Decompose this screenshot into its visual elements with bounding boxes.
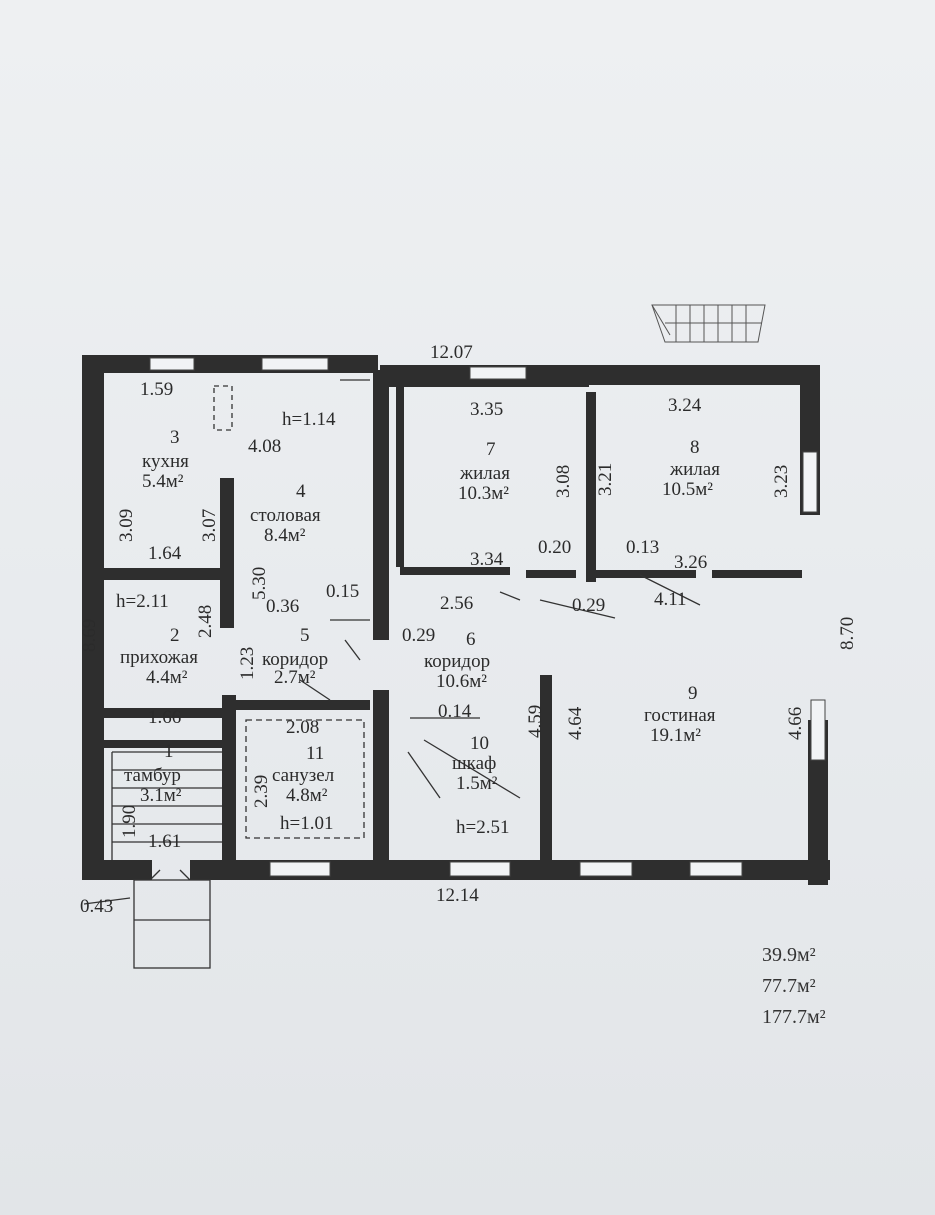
dim-living-left2: 4.64 xyxy=(565,706,586,740)
room-6-number: 6 xyxy=(466,629,476,650)
dim-corridor6-top: 2.56 xyxy=(440,593,474,614)
dim-living-top: 4.11 xyxy=(654,589,687,610)
room-3-number: 3 xyxy=(170,427,180,448)
room-10-area: 1.5м² xyxy=(456,773,498,794)
room-9-area: 19.1м² xyxy=(650,725,701,746)
dim-wall-020: 0.20 xyxy=(538,537,572,558)
room-9-name: гостиная xyxy=(644,705,716,726)
room-9-number: 9 xyxy=(688,683,698,704)
detail-lines xyxy=(83,379,701,969)
windows xyxy=(149,357,826,877)
room-2-number: 2 xyxy=(170,625,180,646)
room-4-area: 8.4м² xyxy=(264,525,306,546)
room-10-name: шкаф xyxy=(452,753,497,774)
dim-vest-side: 1.90 xyxy=(119,804,140,838)
dim-room8-top: 3.24 xyxy=(668,395,702,416)
room-7-name: жилая xyxy=(460,463,510,484)
dim-wall-029a: 0.29 xyxy=(572,595,606,616)
room-2-area: 4.4м² xyxy=(146,667,188,688)
room-11-name: санузел xyxy=(272,765,335,786)
room-3-name: кухня xyxy=(142,451,189,472)
dim-room8-bottom: 3.26 xyxy=(674,552,708,573)
room-6-name: коридор xyxy=(424,651,491,672)
dim-hall-height: h=2.11 xyxy=(116,591,169,612)
dim-wall-013: 0.13 xyxy=(626,537,660,558)
room-4-name: столовая xyxy=(250,505,321,526)
room-7-area: 10.3м² xyxy=(458,483,509,504)
room-1-area: 3.1м² xyxy=(140,785,182,806)
dim-room7-bottom: 3.34 xyxy=(470,549,504,570)
walls xyxy=(82,355,830,885)
grid-symbol-icon xyxy=(651,304,766,343)
room-1-name: тамбур xyxy=(124,765,181,786)
dim-kitchen-right: 3.07 xyxy=(199,508,220,542)
dim-dining-gap: 0.36 xyxy=(266,596,300,617)
dim-bath-top: 2.08 xyxy=(286,717,320,738)
area-totals: 39.9м² 77.7м² 177.7м² xyxy=(762,940,826,1033)
room-5-name: коридор xyxy=(262,649,329,670)
dim-hall-side: 2.48 xyxy=(195,604,216,638)
room-11-area: 4.8м² xyxy=(286,785,328,806)
dim-right-total: 8.70 xyxy=(837,616,858,650)
dim-bath-height: h=1.01 xyxy=(280,813,334,834)
dim-kitchen-left: 3.09 xyxy=(116,508,137,542)
dim-living-left1: 4.59 xyxy=(525,704,546,738)
room-10-number: 10 xyxy=(470,733,489,754)
dim-porch-offset: 0.43 xyxy=(80,896,114,917)
room-7-number: 7 xyxy=(486,439,496,460)
dim-room8-left: 3.21 xyxy=(595,462,616,496)
total-living-area: 39.9м² xyxy=(762,944,816,966)
dim-vest-bottom: 1.61 xyxy=(148,831,182,852)
total-area: 77.7м² xyxy=(762,975,816,997)
dim-kitchen-top: 1.59 xyxy=(140,379,174,400)
room-2-name: прихожая xyxy=(120,647,198,668)
room-8-name: жилая xyxy=(670,459,720,480)
room-4-number: 4 xyxy=(296,481,306,502)
dim-room7-top: 3.35 xyxy=(470,399,504,420)
dim-corridor5-side: 1.23 xyxy=(237,646,258,680)
dim-hall-bottom: 1.66 xyxy=(148,707,182,728)
dim-living-right: 4.66 xyxy=(785,706,806,740)
total-building-area: 177.7м² xyxy=(762,1006,826,1028)
dim-wall-029b: 0.29 xyxy=(402,625,436,646)
dim-dining-gap2: 0.15 xyxy=(326,581,360,602)
room-1-number: 1 xyxy=(164,741,174,762)
dim-kitchen-bottom: 1.64 xyxy=(148,543,182,564)
room-5-number: 5 xyxy=(300,625,310,646)
dim-bath-side: 2.39 xyxy=(251,774,272,808)
room-5-area: 2.7м² xyxy=(274,667,316,688)
dim-left-total: 8.69 xyxy=(79,618,100,652)
room-6-area: 10.6м² xyxy=(436,671,487,692)
dim-closet-top: 0.14 xyxy=(438,701,472,722)
dim-room8-right: 3.23 xyxy=(771,464,792,498)
room-11-number: 11 xyxy=(306,743,325,764)
dim-bottom-total: 12.14 xyxy=(436,885,479,906)
dim-room7-right: 3.08 xyxy=(553,464,574,498)
dim-dining-height: h=1.14 xyxy=(282,409,336,430)
dim-top-total: 12.07 xyxy=(430,342,473,363)
dim-closet-height: h=2.51 xyxy=(456,817,510,838)
dim-dining-side: 5.30 xyxy=(249,566,270,600)
room-8-number: 8 xyxy=(690,437,700,458)
room-8-area: 10.5м² xyxy=(662,479,713,500)
dim-dining-top: 4.08 xyxy=(248,436,282,457)
room-3-area: 5.4м² xyxy=(142,471,184,492)
